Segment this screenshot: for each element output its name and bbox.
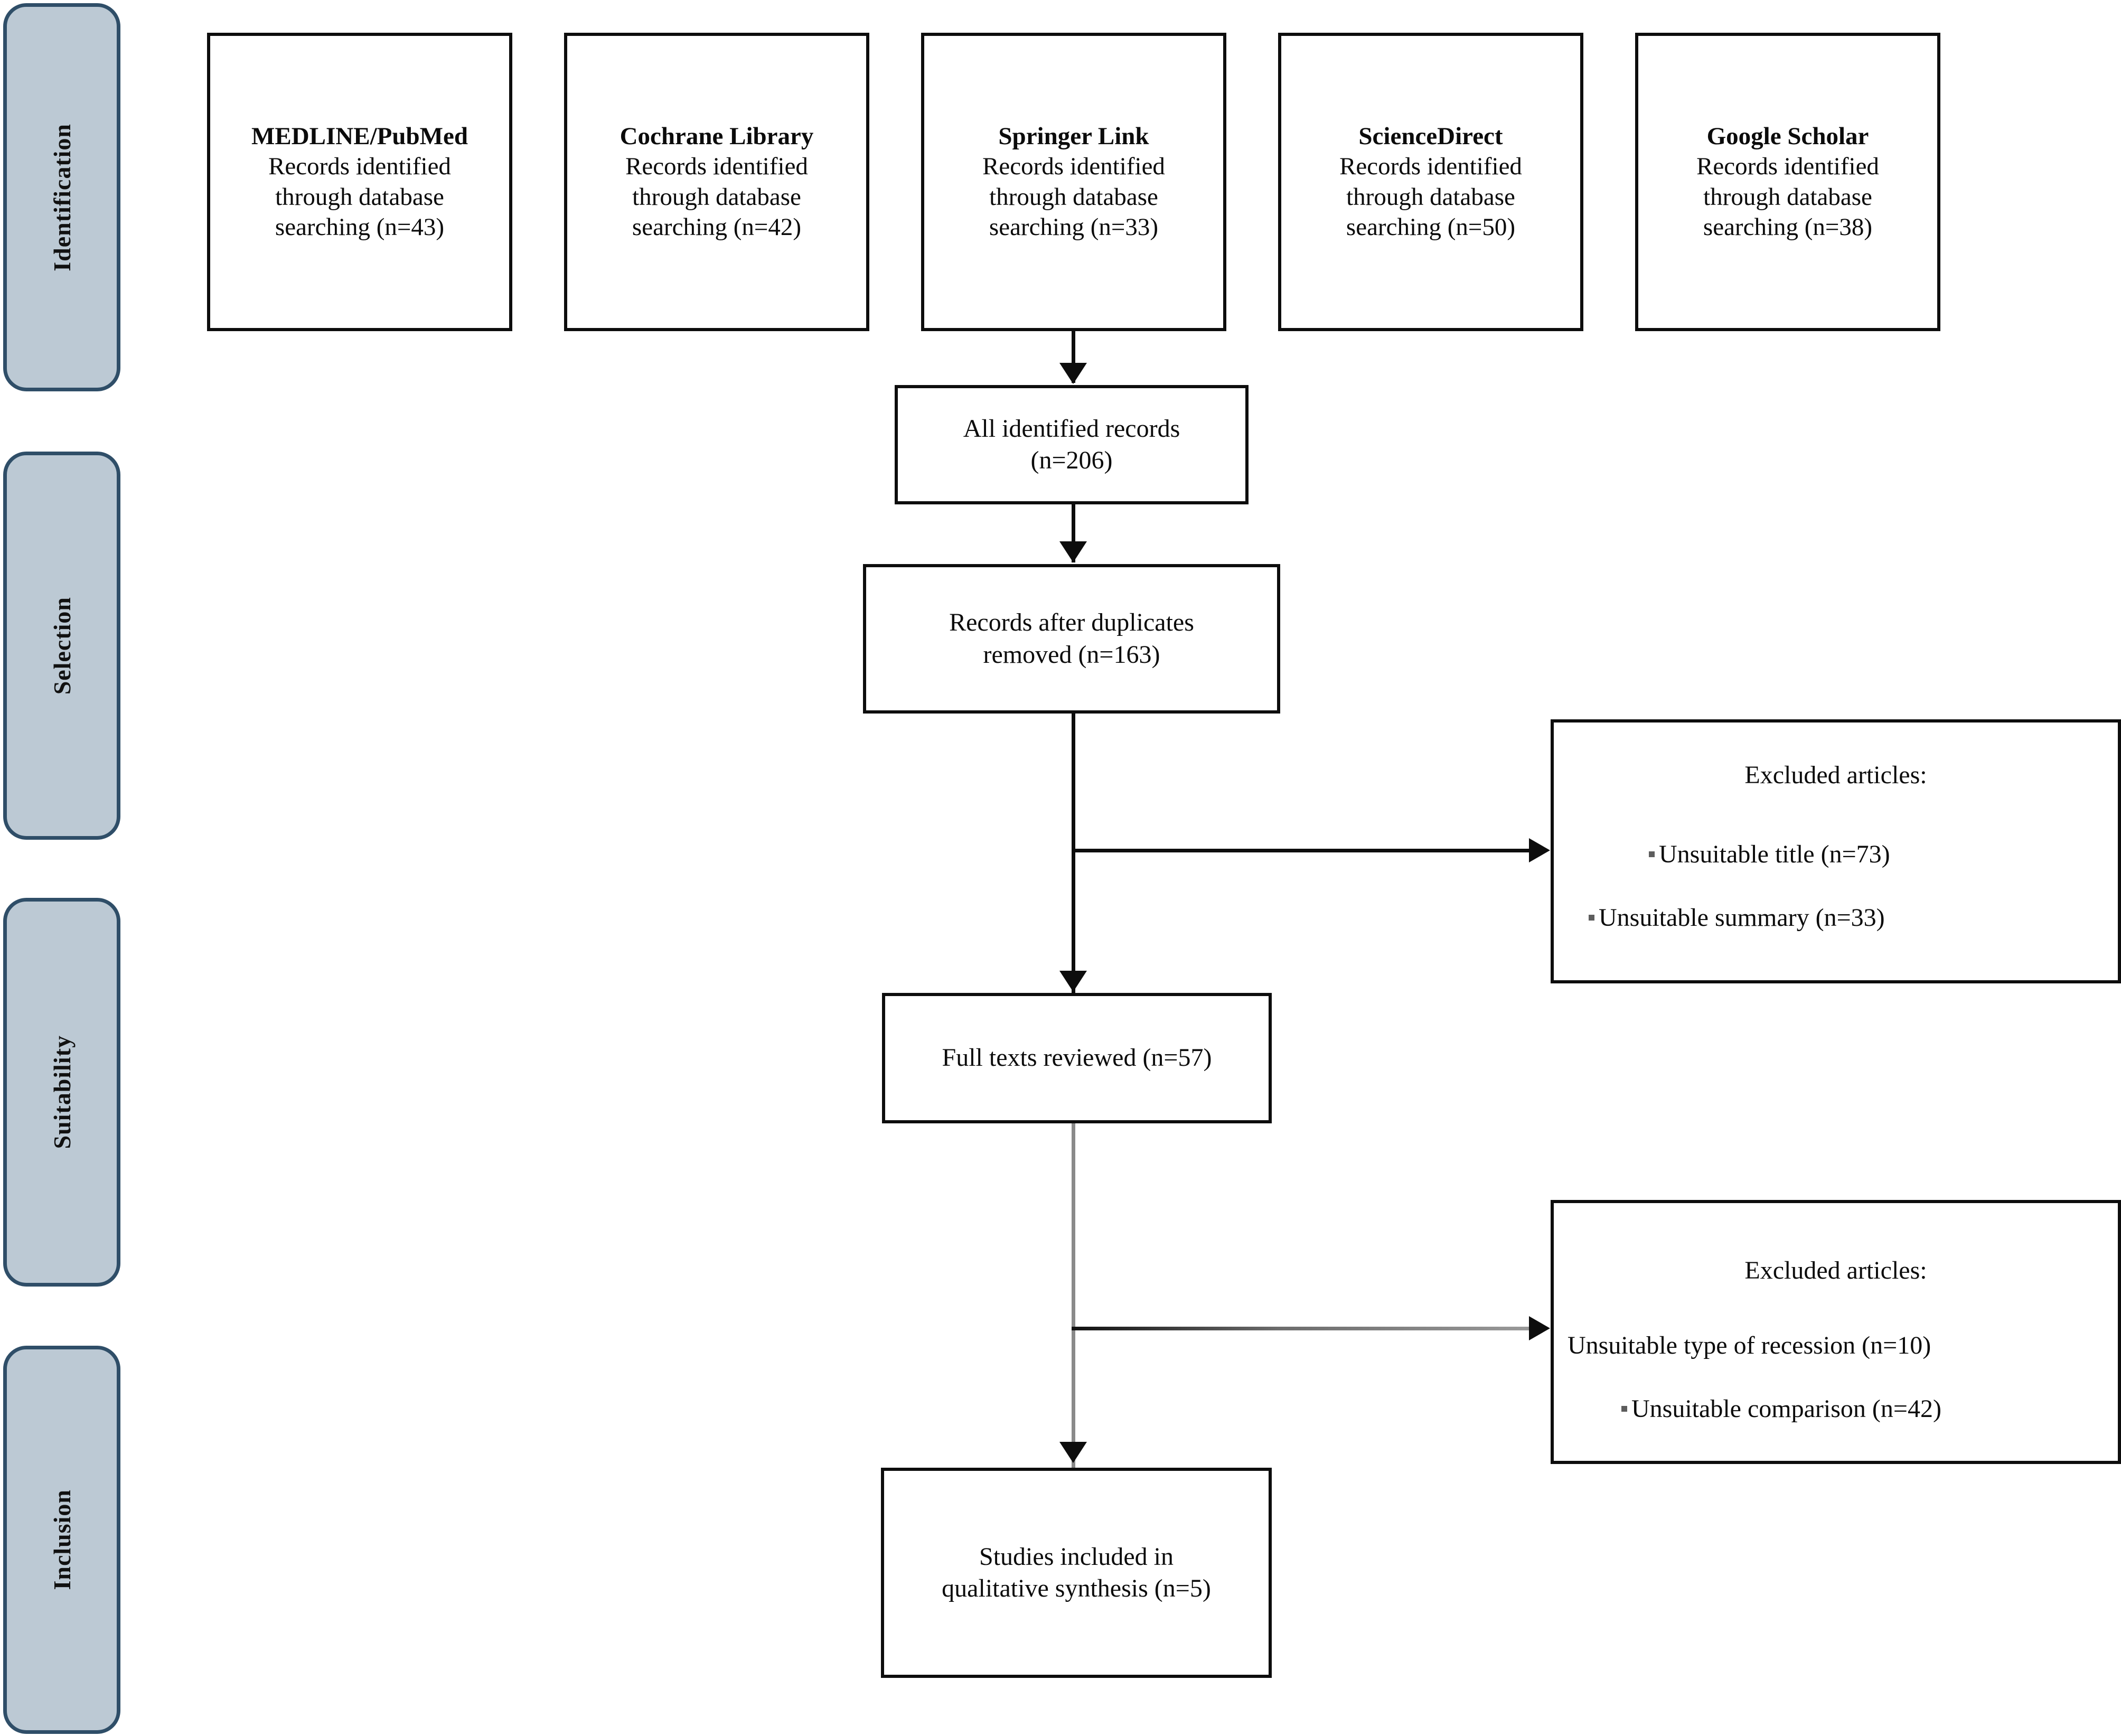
source-line1-medline-pubmed: Records identified <box>268 153 451 181</box>
source-box-google-scholar: Google Scholar Records identified throug… <box>1635 33 1940 331</box>
excluded-2-item-2-text: Unsuitable comparison (n=42) <box>1631 1395 1941 1423</box>
connector-all-identified-to-duplicates <box>1072 504 1075 562</box>
stage-bar-inclusion: Inclusion <box>3 1346 120 1734</box>
source-box-medline-pubmed: MEDLINE/PubMed Records identified throug… <box>207 33 512 331</box>
source-line1-springer-link: Records identified <box>982 153 1165 181</box>
source-line3-google-scholar: searching (n=38) <box>1703 213 1873 241</box>
source-line1-google-scholar: Records identified <box>1696 153 1879 181</box>
source-box-sciencedirect: ScienceDirect Records identified through… <box>1278 33 1583 331</box>
arrow-down-to-duplicates <box>1059 541 1087 562</box>
flow-box-full-texts-reviewed: Full texts reviewed (n=57) <box>882 993 1272 1123</box>
arrow-right-to-excluded-2 <box>1529 1316 1550 1340</box>
connector-full-texts-to-excluded-2 <box>1072 1327 1536 1330</box>
source-title-medline-pubmed: MEDLINE/PubMed <box>251 122 468 150</box>
arrow-down-to-included <box>1059 1442 1087 1463</box>
source-title-sciencedirect: ScienceDirect <box>1358 122 1503 150</box>
stage-bar-identification: Identification <box>3 3 120 391</box>
source-title-springer-link: Springer Link <box>998 122 1149 150</box>
stage-label-identification: Identification <box>48 123 76 271</box>
stage-bar-suitability: Suitability <box>3 898 120 1287</box>
source-box-springer-link: Springer Link Records identified through… <box>921 33 1226 331</box>
excluded-box-2: Excluded articles: Unsuitable type of re… <box>1551 1200 2121 1464</box>
source-title-google-scholar: Google Scholar <box>1706 122 1869 150</box>
source-line3-medline-pubmed: searching (n=43) <box>275 213 445 241</box>
source-line2-springer-link: through database <box>989 183 1158 211</box>
excluded-1-item-2-text: Unsuitable summary (n=33) <box>1599 904 1885 932</box>
source-line3-sciencedirect: searching (n=50) <box>1346 213 1516 241</box>
after-duplicates-line2: removed (n=163) <box>983 640 1160 669</box>
bullet-icon <box>1589 915 1594 921</box>
source-box-cochrane-library: Cochrane Library Records identified thro… <box>564 33 869 331</box>
excluded-1-item-2: Unsuitable summary (n=33) <box>1589 903 1885 932</box>
excluded-1-item-1-text: Unsuitable title (n=73) <box>1659 840 1890 868</box>
bullet-icon <box>1649 851 1655 857</box>
source-line1-sciencedirect: Records identified <box>1339 153 1522 181</box>
connector-duplicates-to-excluded-1 <box>1072 849 1536 852</box>
all-identified-line2: (n=206) <box>1030 446 1113 474</box>
flow-box-records-after-duplicates: Records after duplicates removed (n=163) <box>863 564 1280 714</box>
arrow-right-to-excluded-1 <box>1529 838 1550 862</box>
arrow-down-to-full-texts <box>1059 971 1087 992</box>
included-line1: Studies included in <box>979 1542 1174 1571</box>
full-texts-line1: Full texts reviewed (n=57) <box>942 1044 1212 1072</box>
source-line2-cochrane-library: through database <box>632 183 801 211</box>
connector-duplicates-to-full-texts <box>1072 714 1075 993</box>
flow-box-all-identified-records: All identified records (n=206) <box>895 385 1249 504</box>
bullet-icon <box>1621 1406 1627 1412</box>
included-line2: qualitative synthesis (n=5) <box>942 1574 1211 1602</box>
flow-box-studies-included: Studies included in qualitative synthesi… <box>881 1468 1272 1678</box>
source-line3-springer-link: searching (n=33) <box>989 213 1159 241</box>
connector-sources-to-all-identified <box>1072 331 1075 383</box>
source-line2-medline-pubmed: through database <box>275 183 444 211</box>
stage-bar-selection: Selection <box>3 452 120 840</box>
stage-label-inclusion: Inclusion <box>48 1489 76 1590</box>
stage-label-suitability: Suitability <box>48 1035 76 1149</box>
excluded-1-item-1: Unsuitable title (n=73) <box>1649 840 1890 869</box>
source-line2-sciencedirect: through database <box>1346 183 1515 211</box>
excluded-2-item-1-text: Unsuitable type of recession (n=10) <box>1568 1331 1931 1359</box>
source-line2-google-scholar: through database <box>1703 183 1872 211</box>
stage-label-selection: Selection <box>48 596 76 695</box>
connector-full-texts-to-included <box>1072 1123 1075 1468</box>
excluded-2-item-2: Unsuitable comparison (n=42) <box>1621 1394 1941 1423</box>
excluded-2-item-1: Unsuitable type of recession (n=10) <box>1568 1331 1931 1360</box>
source-line1-cochrane-library: Records identified <box>625 153 808 181</box>
source-line3-cochrane-library: searching (n=42) <box>632 213 802 241</box>
excluded-box-1: Excluded articles: Unsuitable title (n=7… <box>1551 719 2121 983</box>
arrow-down-to-all-identified <box>1059 363 1087 384</box>
after-duplicates-line1: Records after duplicates <box>949 608 1194 637</box>
excluded-2-heading: Excluded articles: <box>1744 1256 1927 1284</box>
excluded-1-heading: Excluded articles: <box>1744 761 1927 789</box>
source-title-cochrane-library: Cochrane Library <box>620 122 814 150</box>
all-identified-line1: All identified records <box>963 414 1180 443</box>
